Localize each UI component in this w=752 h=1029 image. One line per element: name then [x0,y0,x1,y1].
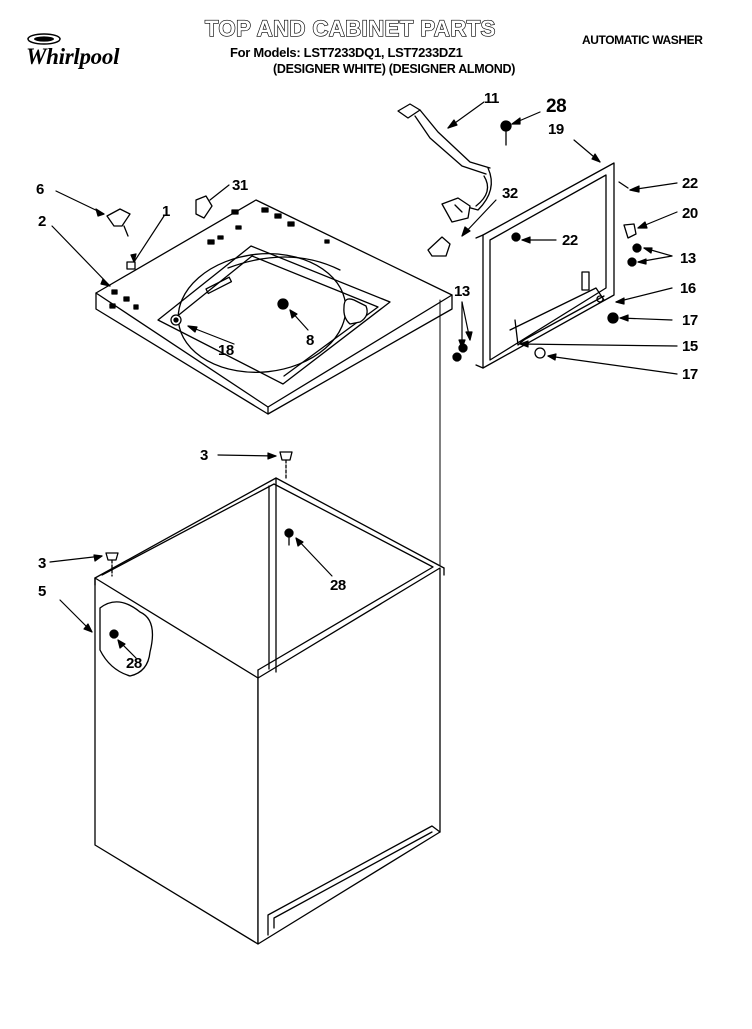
callout-28-cabinet: 28 [330,577,346,594]
page-title: TOP AND CABINET PARTS [204,15,496,41]
callout-labels: 11 28 19 6 31 1 2 32 22 22 20 13 13 16 1… [36,90,698,672]
washer-top [95,199,453,566]
callout-20: 20 [682,205,698,222]
small-parts [99,120,642,677]
callout-32: 32 [502,185,518,202]
callout-28-top: 28 [546,96,566,117]
model-numbers: For Models: LST7233DQ1, LST7233DZ1 [230,45,463,60]
callout-1: 1 [162,203,170,220]
callout-22-upper: 22 [682,175,698,192]
callout-15: 15 [682,338,698,355]
callout-18: 18 [218,342,234,359]
callout-11: 11 [484,90,499,107]
callout-6: 6 [36,181,44,198]
callout-17-upper: 17 [682,312,698,329]
callout-19: 19 [548,121,564,138]
callout-22-lower: 22 [562,232,578,249]
callout-31: 31 [232,177,248,194]
callout-3-upper: 3 [200,447,208,464]
leader-lines [49,101,678,659]
console-frame [475,162,615,369]
washer-cabinet [94,477,445,945]
model-variants: (DESIGNER WHITE) (DESIGNER ALMOND) [273,62,516,76]
callout-13-right: 13 [680,250,696,267]
brand-wordmark: Whirlpool [26,44,120,69]
callout-16: 16 [680,280,696,297]
callout-2: 2 [38,213,46,230]
callout-28-cutout: 28 [126,655,142,672]
callout-17-lower: 17 [682,366,698,383]
callout-3-lower: 3 [38,555,46,572]
callout-5: 5 [38,583,46,600]
callout-13-left: 13 [454,283,470,300]
wire-harness [397,103,492,223]
callout-8: 8 [306,332,314,349]
whirlpool-logo [27,33,61,45]
product-type: AUTOMATIC WASHER [582,33,703,47]
